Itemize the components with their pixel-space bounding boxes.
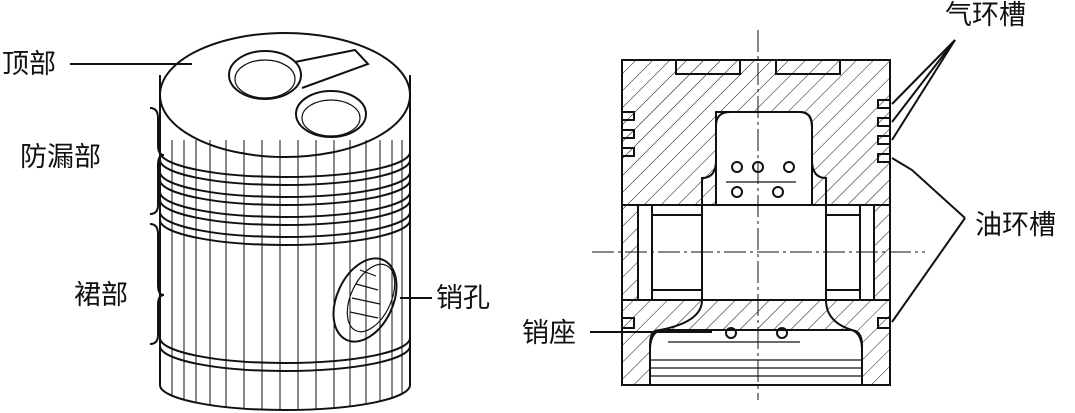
oil-holes bbox=[668, 161, 800, 343]
inner-cavity bbox=[701, 111, 827, 206]
piston-section-view bbox=[592, 30, 925, 400]
label-skirt: 裙部 bbox=[74, 280, 128, 311]
label-pin-boss: 销座 bbox=[522, 318, 576, 349]
section-ring-grooves bbox=[621, 99, 891, 329]
label-seal: 防漏部 bbox=[20, 142, 101, 173]
crown-recesses bbox=[675, 59, 841, 75]
ring-grooves bbox=[159, 151, 411, 372]
leader-lines-right bbox=[590, 39, 966, 333]
label-pin-hole: 销孔 bbox=[436, 283, 490, 314]
piston-body-outline bbox=[159, 75, 411, 411]
label-gas-ring-groove: 气环槽 bbox=[945, 0, 1026, 31]
crown-top bbox=[159, 32, 411, 158]
piston-3d-view bbox=[149, 32, 411, 411]
seal-bracket bbox=[149, 107, 165, 215]
leader-lines-left bbox=[70, 63, 432, 299]
label-oil-ring-groove: 油环槽 bbox=[975, 210, 1056, 241]
lower-ribs bbox=[650, 359, 862, 377]
pin-hole bbox=[332, 257, 398, 343]
skirt-bracket bbox=[149, 223, 165, 345]
valve-recesses bbox=[228, 48, 370, 138]
lower-cavity bbox=[649, 299, 863, 386]
label-top: 顶部 bbox=[2, 49, 56, 80]
skirt-ribs bbox=[171, 140, 403, 410]
